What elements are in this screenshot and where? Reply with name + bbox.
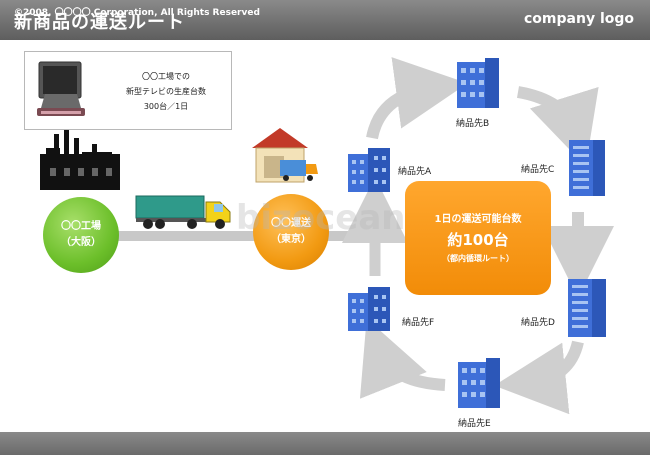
capacity-value: 約100台 xyxy=(447,231,509,249)
building-d-icon xyxy=(568,279,606,337)
page-title: 新商品の運送ルート xyxy=(14,12,185,33)
capacity-route: （都内循環ルート） xyxy=(442,254,514,263)
arrow-a-to-b xyxy=(366,57,468,140)
copyright-text: ©2008, 〇〇〇〇 Corporation, All Rights Rese… xyxy=(14,8,260,18)
transport-node: 〇〇運送 （東京） xyxy=(253,194,329,270)
destination-c-label: 納品先C xyxy=(521,165,555,175)
truck-icon xyxy=(135,195,231,229)
factory-name: 〇〇工場 xyxy=(61,221,101,232)
building-e-icon xyxy=(458,358,500,408)
footer-bar xyxy=(0,432,650,455)
building-f-icon xyxy=(348,287,390,331)
transport-location: （東京） xyxy=(271,234,311,245)
info-line-3: 300台／1日 xyxy=(143,102,189,111)
destination-a-label: 納品先A xyxy=(398,167,432,177)
destination-f-label: 納品先F xyxy=(402,318,435,328)
factory-node: 〇〇工場 （大阪） xyxy=(43,197,119,273)
info-line-2: 新型テレビの生産台数 xyxy=(126,87,206,96)
factory-location: （大阪） xyxy=(61,237,101,248)
transport-name: 〇〇運送 xyxy=(271,218,311,229)
building-c-icon xyxy=(569,140,605,196)
warehouse-icon xyxy=(252,128,318,183)
capacity-label: 1日の運送可能台数 xyxy=(434,214,522,225)
destination-d-label: 納品先D xyxy=(521,318,555,328)
arrow-e-to-f xyxy=(359,318,446,399)
header-bar xyxy=(0,0,650,40)
tv-monitor-icon xyxy=(37,61,85,116)
delivery-capacity-box: 1日の運送可能台数 約100台 （都内循環ルート） xyxy=(405,181,551,295)
destination-b-label: 納品先B xyxy=(456,119,490,129)
company-logo: company logo xyxy=(524,11,634,27)
route-connector-bar xyxy=(100,231,278,241)
arrow-d-to-e xyxy=(494,340,584,415)
route-connector-bar-2 xyxy=(300,231,380,241)
building-a-icon xyxy=(348,148,390,192)
building-b-icon xyxy=(457,58,499,108)
factory-icon xyxy=(40,130,120,190)
destination-e-label: 納品先E xyxy=(458,419,491,429)
production-info-box: 〇〇工場での 新型テレビの生産台数 300台／1日 xyxy=(24,51,232,130)
watermark-text: bizocean xyxy=(236,198,406,238)
arrow-b-to-c xyxy=(516,86,599,167)
info-line-1: 〇〇工場での xyxy=(142,72,190,81)
